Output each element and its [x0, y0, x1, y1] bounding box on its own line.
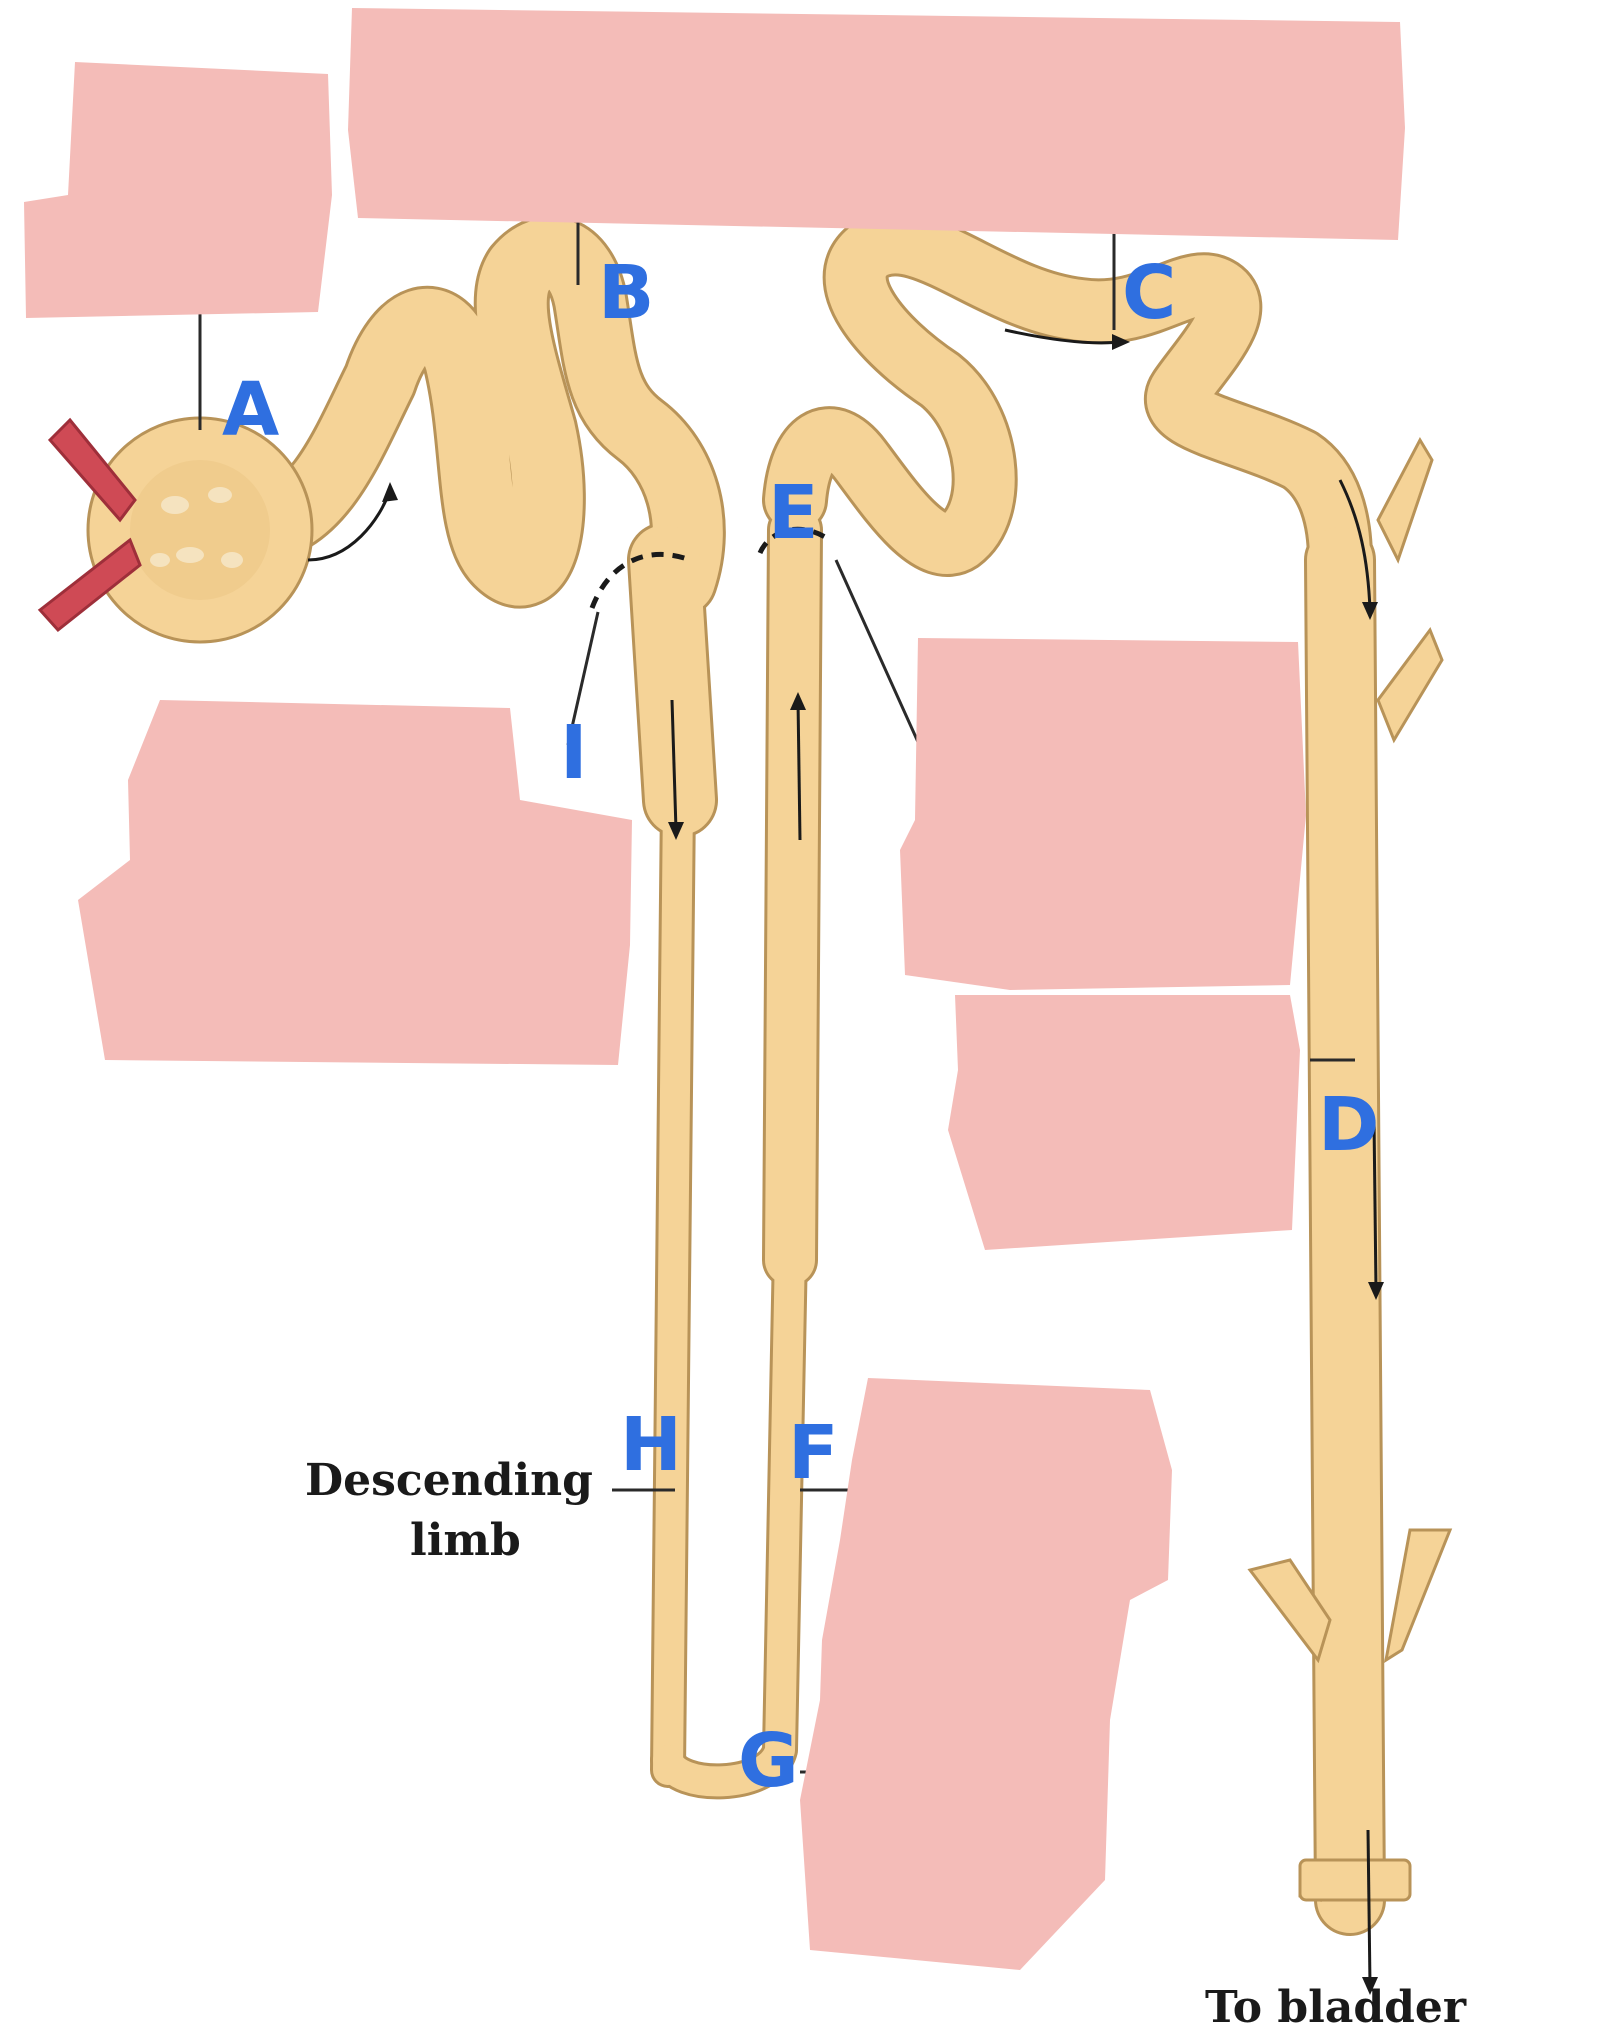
caption-descending-limb-line1: Descending	[305, 1455, 593, 1506]
nephron-tubule	[222, 210, 1386, 1936]
flow-arrowheads	[382, 334, 1384, 1995]
letter-e: E	[768, 470, 819, 556]
captions: Descending limb To bladder	[305, 1455, 1467, 2033]
letter-d: D	[1318, 1082, 1379, 1168]
mask-left-middle	[78, 700, 632, 1065]
caption-to-bladder: To bladder	[1205, 1982, 1467, 2033]
glomerular-capsule	[86, 416, 314, 644]
letter-h: H	[620, 1402, 682, 1488]
caption-descending-limb-line2: limb	[410, 1515, 521, 1566]
letter-c: C	[1122, 250, 1176, 336]
letter-g: G	[738, 1718, 799, 1804]
mask-bottom-stack	[800, 1378, 1172, 1970]
segment-letters: A B C D E F G H I	[222, 250, 1379, 1804]
collecting-duct-branches	[1247, 436, 1453, 1902]
letter-f: F	[788, 1410, 839, 1496]
mask-top-left	[24, 62, 332, 318]
segment-markers	[589, 526, 832, 609]
mask-top-banner	[348, 8, 1405, 240]
mask-right-lower	[948, 995, 1300, 1250]
label-masks	[24, 8, 1405, 1970]
letter-b: B	[598, 250, 654, 336]
mask-right-middle	[900, 638, 1306, 990]
letter-i: I	[560, 710, 588, 796]
blood-vessels	[37, 417, 142, 633]
letter-a: A	[222, 367, 279, 453]
